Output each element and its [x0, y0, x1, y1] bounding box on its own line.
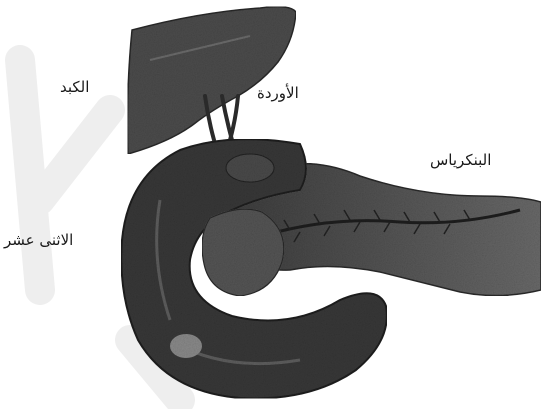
pancreas-head-shape	[202, 209, 284, 296]
liver-label: الكبد	[60, 80, 89, 95]
pancreas-label: البنكرياس	[430, 153, 491, 168]
duodenum-label: الاثنى عشر	[4, 233, 73, 248]
ducts-label: الأوردة	[257, 86, 299, 101]
